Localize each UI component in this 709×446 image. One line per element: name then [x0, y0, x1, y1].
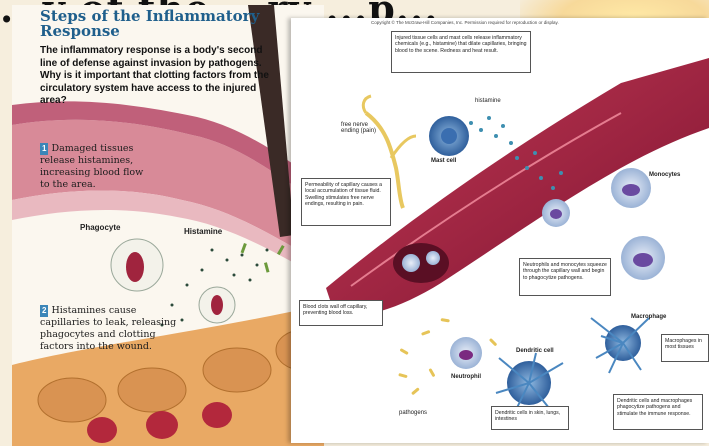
box-blood-clots: Blood clots wall off capillary, preventi…: [299, 300, 383, 326]
label-macrophage: Macrophage: [631, 314, 666, 320]
label-mast-cell: Mast cell: [431, 158, 456, 164]
box-permeability: Permeability of capillary causes a local…: [301, 178, 391, 226]
box-dendritic-in-skin: Dendritic cells in skin, lungs, intestin…: [491, 406, 569, 430]
left-page: Steps of the Inflammatory Response The i…: [12, 5, 324, 446]
right-illustration: [291, 18, 709, 443]
box-injured-tissue: Injured tissue cells and mast cells rele…: [391, 31, 531, 73]
box-macrophages-in-tissues: Macrophages in most tissues: [661, 334, 709, 362]
box-neutrophils-monocytes: Neutrophils and monocytes squeeze throug…: [519, 258, 611, 296]
left-page-title: Steps of the Inflammatory Response: [40, 9, 280, 39]
label-histamine-right: histamine: [475, 98, 501, 104]
step-2-number: 2: [40, 305, 48, 317]
label-dendritic-cell: Dendritic cell: [516, 348, 554, 354]
label-pathogens: pathogens: [399, 410, 427, 416]
step-2-text: Histamines cause capillaries to leak, re…: [40, 305, 176, 352]
copyright-notice: Copyright © The McGraw-Hill Companies, I…: [371, 20, 559, 25]
label-histamine-left: Histamine: [184, 227, 222, 236]
step-1-number: 1: [40, 143, 48, 155]
label-monocytes: Monocytes: [649, 172, 680, 178]
left-page-intro: The inflammatory response is a body's se…: [40, 45, 280, 108]
label-free-nerve-ending: free nerve ending (pain): [341, 122, 386, 134]
box-dendritic-macrophages: Dendritic cells and macrophages phagocyt…: [613, 394, 703, 430]
label-phagocyte: Phagocyte: [80, 223, 120, 232]
label-neutrophil: Neutrophil: [451, 374, 481, 380]
right-page: Copyright © The McGraw-Hill Companies, I…: [291, 18, 709, 443]
step-1-text: Damaged tissues release histamines, incr…: [40, 143, 143, 190]
